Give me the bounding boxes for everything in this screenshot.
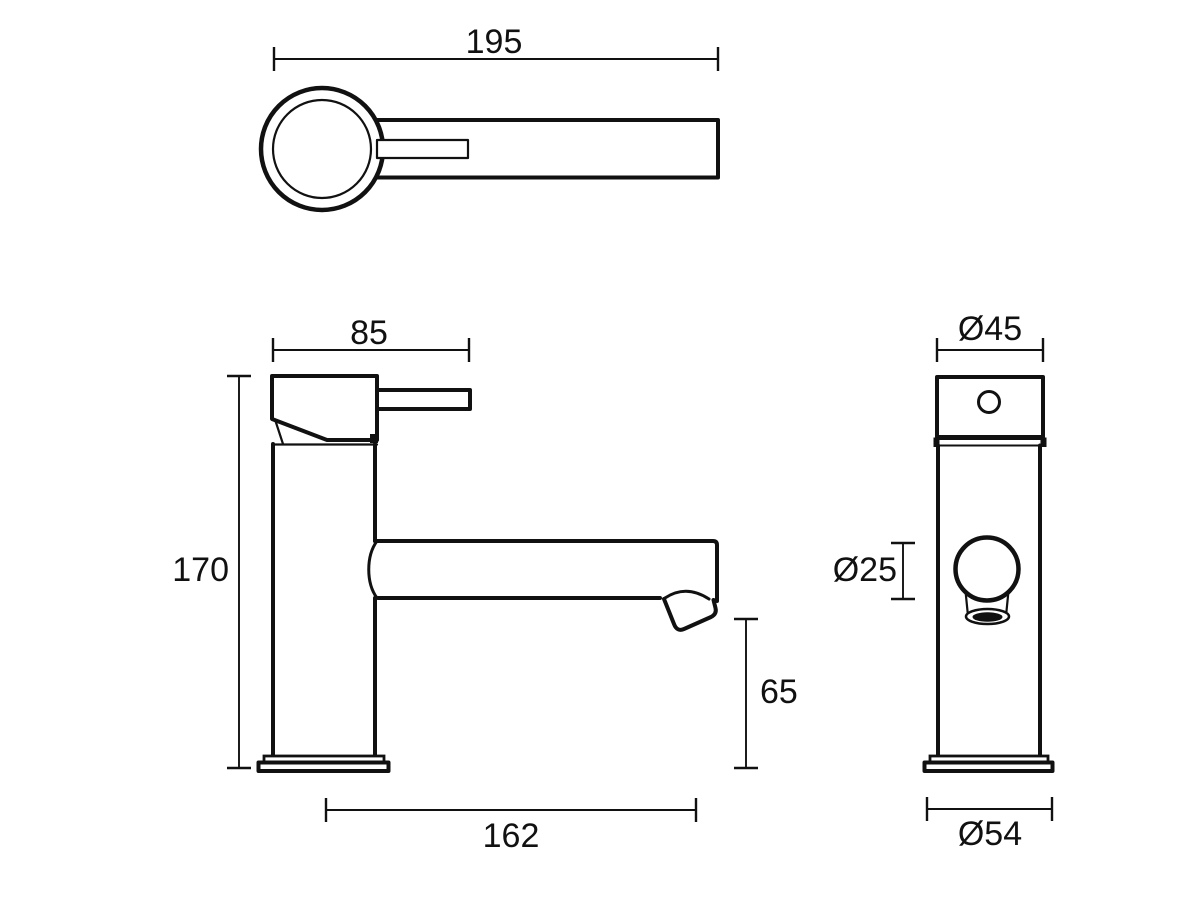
joint-band-cap-right xyxy=(1040,437,1047,447)
handle-block-front xyxy=(935,375,1045,439)
dim-label-overall-length: 195 xyxy=(466,23,523,61)
dimension-base-diameter: Ø54 xyxy=(925,797,1054,853)
spout-front-circle xyxy=(953,535,1021,603)
cap-edge-line xyxy=(274,419,285,446)
dim-label-spout-reach: 162 xyxy=(483,817,540,855)
lever-handle xyxy=(375,388,472,411)
dim-label-base-diameter: Ø54 xyxy=(958,815,1022,853)
dimension-overall-length: 195 xyxy=(272,23,720,71)
dimension-overall-height: 170 xyxy=(172,374,251,770)
handle-knob-outer xyxy=(258,85,386,213)
dimension-outlet-clearance: 65 xyxy=(734,617,798,770)
top-view: 195 xyxy=(258,23,720,213)
handle-knob-inner xyxy=(271,98,373,200)
dim-label-top-width: 85 xyxy=(350,314,388,352)
joint-band-cap-left xyxy=(933,437,940,447)
joint-band xyxy=(935,438,1045,447)
dim-label-outlet-clearance: 65 xyxy=(760,673,798,711)
dimension-body-diameter: Ø45 xyxy=(935,310,1045,362)
dim-label-overall-height: 170 xyxy=(172,551,229,589)
side-view: Ø45 Ø25 Ø54 xyxy=(833,310,1055,853)
lever-pivot xyxy=(370,434,378,443)
aerator-tip xyxy=(662,597,718,632)
cartridge-cap xyxy=(270,374,379,442)
dim-label-body-diameter: Ø45 xyxy=(958,310,1022,348)
aerator-shoulder-curve xyxy=(663,589,711,601)
base-flange-side xyxy=(922,760,1055,773)
dimension-spout-diameter: Ø25 xyxy=(833,541,915,601)
dim-label-spout-diameter: Ø25 xyxy=(833,551,897,589)
handle-pin-hole xyxy=(977,390,1001,414)
dimension-spout-reach: 162 xyxy=(324,798,698,855)
front-view: 85 170 162 65 xyxy=(172,314,798,855)
dimension-top-width: 85 xyxy=(271,314,471,362)
lever-topview xyxy=(375,138,470,160)
aerator-outlet xyxy=(972,612,1003,622)
spout-top-right-edge xyxy=(373,539,719,603)
outlet-neck-left xyxy=(964,589,970,618)
base-flange-front xyxy=(256,760,391,773)
spout-root-curve xyxy=(367,539,379,600)
